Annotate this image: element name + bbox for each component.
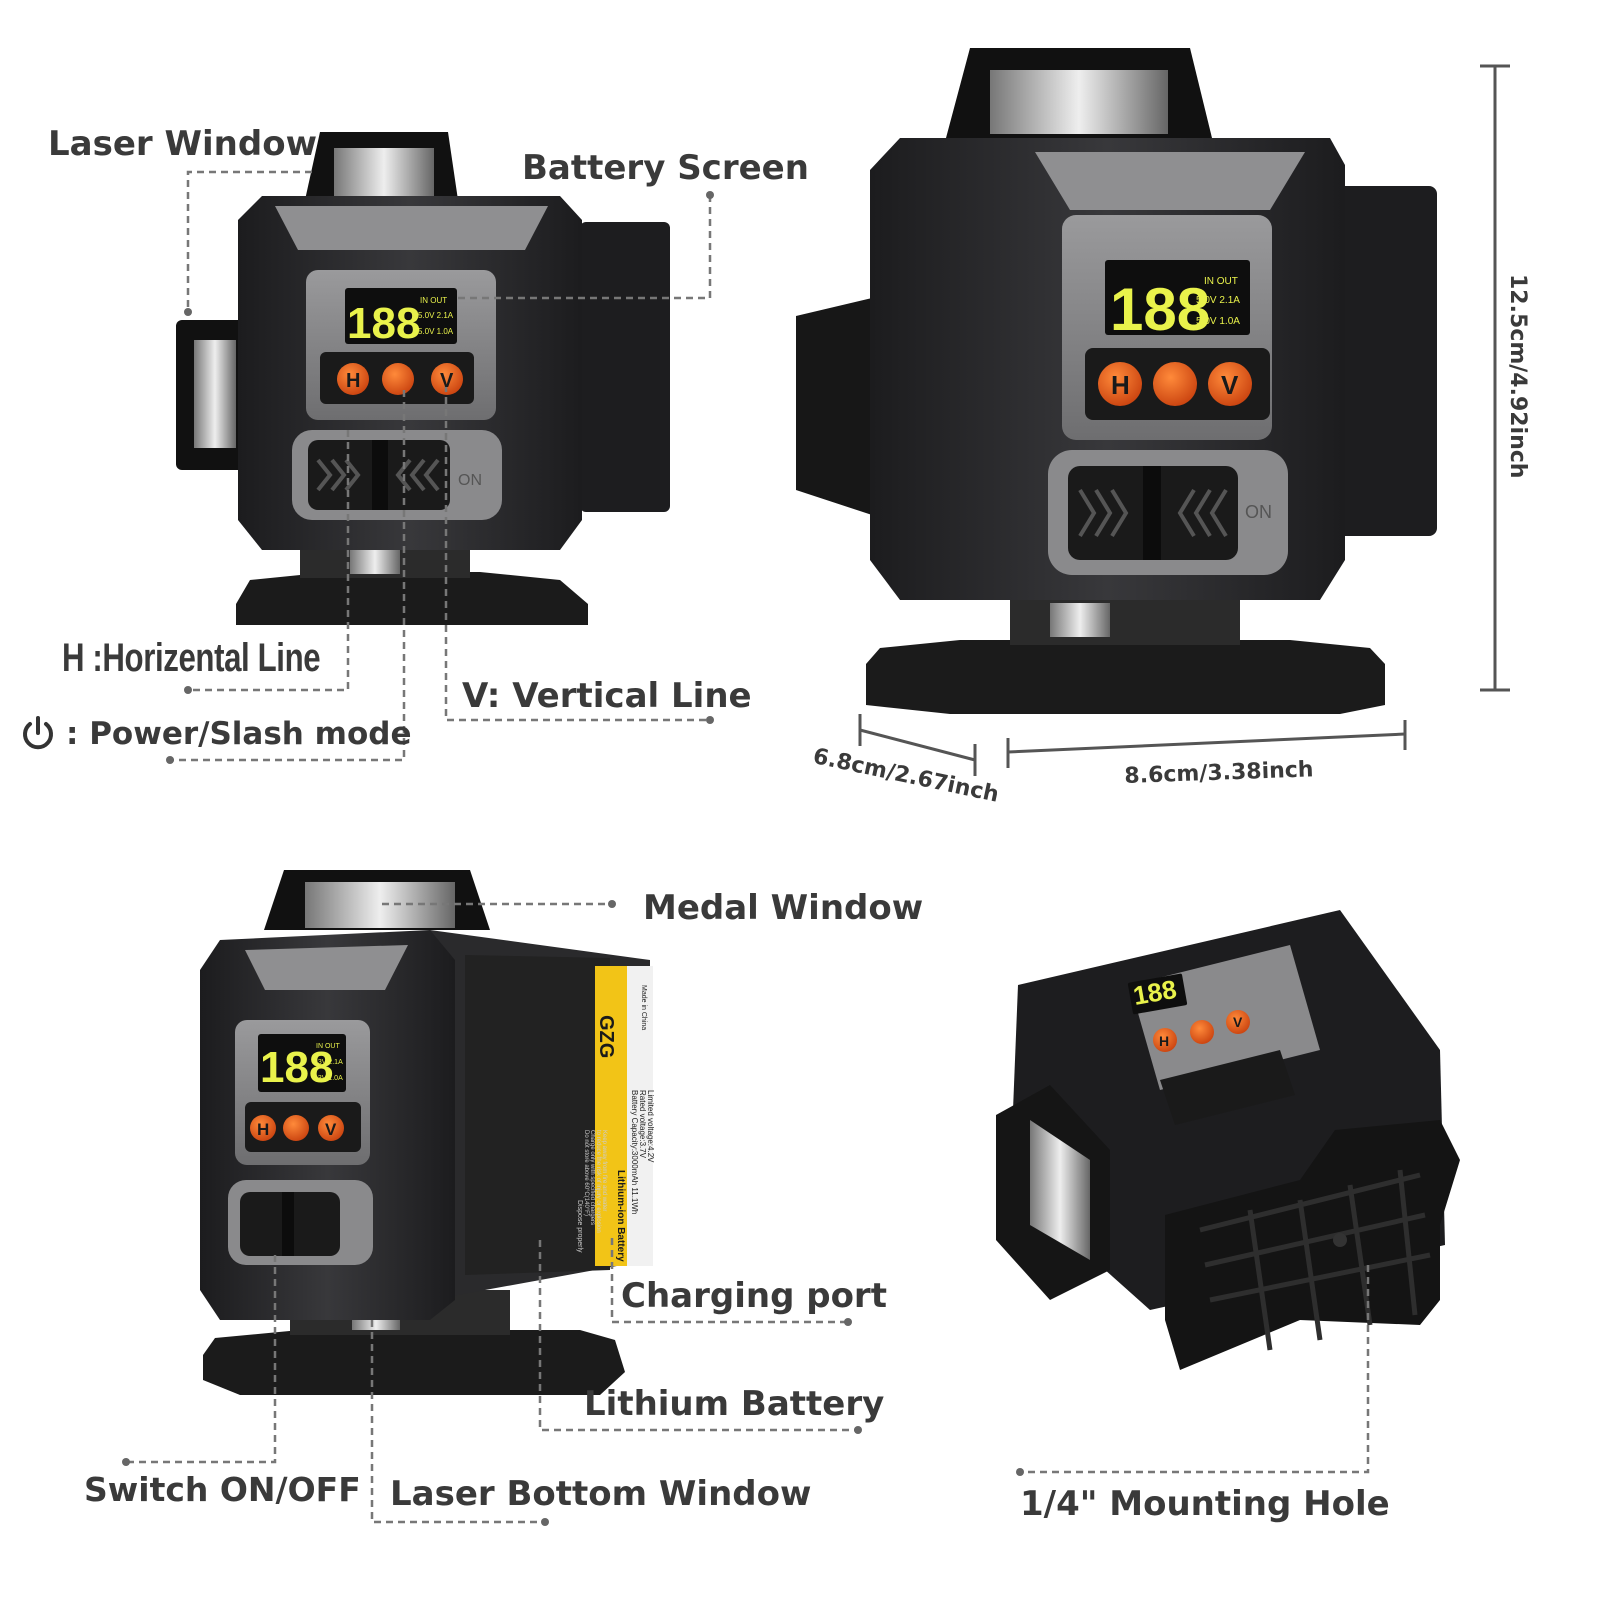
lcd-digits-4: 188 bbox=[1131, 974, 1179, 1011]
v-button-icon bbox=[431, 363, 463, 395]
battery-warn4: Keep away from fire and water bbox=[601, 1130, 607, 1211]
battery-brand: GZG bbox=[595, 1015, 617, 1058]
label-laser-window: Laser Window bbox=[48, 124, 317, 164]
callout-dots bbox=[122, 191, 1024, 1526]
battery-warn1: Do not store above 60°C(140°F) bbox=[583, 1130, 589, 1216]
dimension-lines bbox=[858, 64, 1510, 776]
label-switch-onoff: Switch ON/OFF bbox=[84, 1470, 361, 1509]
device-bottom-view bbox=[996, 910, 1460, 1370]
btn-h-label-3: H bbox=[257, 1120, 269, 1139]
switch-on-label: ON bbox=[458, 472, 482, 489]
battery-warn2: Charge only with specified chargers bbox=[589, 1130, 595, 1225]
dimension-height: 12.5cm/4.92inch bbox=[1505, 274, 1530, 479]
lcd-line1-3: 5.3V 2.1A bbox=[312, 1059, 343, 1066]
label-battery-screen: Battery Screen bbox=[522, 148, 809, 188]
lcd-in-out-2: IN OUT bbox=[1204, 276, 1238, 287]
battery-limited: Limited voltage:4.2V bbox=[646, 1090, 655, 1163]
lcd-line2-3: 5.3V 1.0A bbox=[312, 1075, 343, 1082]
lcd-in-out: IN OUT bbox=[420, 296, 447, 305]
btn-v-label: V bbox=[440, 370, 454, 392]
lcd-digits-3: 188 bbox=[260, 1043, 333, 1092]
device-side-battery-view bbox=[200, 870, 653, 1395]
battery-rated: Rated voltage:3.7V bbox=[638, 1090, 647, 1159]
power-button-icon bbox=[382, 363, 414, 395]
battery-origin: Made in China bbox=[640, 985, 647, 1030]
switch-on-label-2: ON bbox=[1245, 502, 1272, 522]
lcd-in-out-3: IN OUT bbox=[316, 1043, 340, 1050]
btn-h-label-2: H bbox=[1111, 370, 1130, 400]
label-medal-window: Medal Window bbox=[643, 888, 924, 928]
lcd-line2: 5.0V 1.0A bbox=[418, 327, 454, 336]
btn-h-label-4: H bbox=[1159, 1033, 1169, 1049]
device-angled-view bbox=[796, 48, 1437, 714]
label-power-slash: : Power/Slash mode bbox=[66, 716, 412, 752]
lcd-line2-2: 5.0V 1.0A bbox=[1196, 316, 1240, 327]
btn-h-label: H bbox=[346, 370, 360, 392]
device-front-view bbox=[176, 132, 670, 625]
lcd-line1: 5.0V 2.1A bbox=[418, 311, 454, 320]
power-icon bbox=[23, 716, 53, 750]
battery-dispose: Dispose properly bbox=[576, 1200, 583, 1253]
battery-title: Lithium-ion Battery bbox=[615, 1170, 626, 1262]
mounting-hole-icon bbox=[1333, 1233, 1347, 1247]
lcd-line1-2: 5.0V 2.1A bbox=[1196, 295, 1240, 306]
label-lithium-battery: Lithium Battery bbox=[584, 1384, 885, 1424]
label-charging-port: Charging port bbox=[621, 1276, 887, 1316]
label-mounting-hole: 1/4" Mounting Hole bbox=[1020, 1484, 1390, 1524]
label-horizontal-line: H :Horizental Line bbox=[62, 636, 321, 680]
label-vertical-line: V: Vertical Line bbox=[462, 676, 752, 716]
btn-v-label-2: V bbox=[1221, 370, 1239, 400]
battery-warn3: to reduce the risk of injury or explosio… bbox=[595, 1130, 601, 1233]
label-laser-bottom-window: Laser Bottom Window bbox=[390, 1474, 812, 1514]
battery-capacity: Battery Capacity:3000mAh 11.1Wh bbox=[630, 1090, 639, 1214]
lcd-digits: 188 bbox=[347, 299, 420, 348]
callout-leaders bbox=[126, 170, 1370, 1524]
h-button-icon bbox=[337, 363, 369, 395]
btn-v-label-4: V bbox=[1233, 1014, 1243, 1030]
lcd-digits-2: 188 bbox=[1110, 276, 1210, 343]
btn-v-label-3: V bbox=[325, 1120, 337, 1139]
